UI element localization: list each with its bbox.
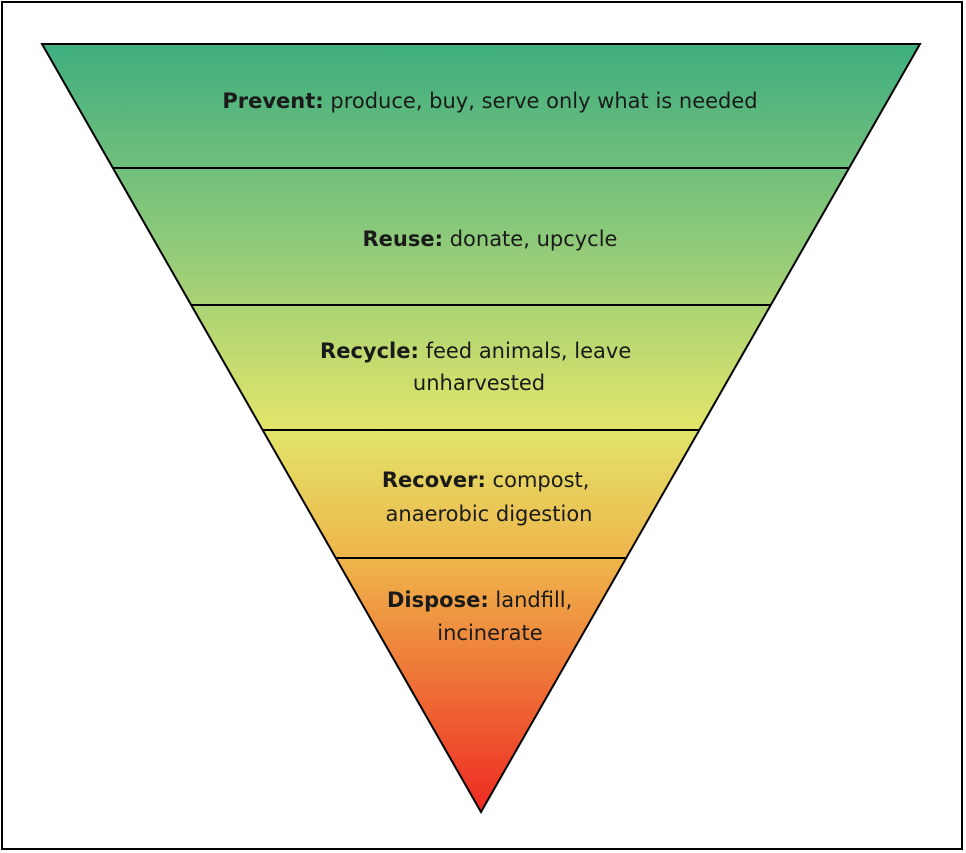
tier-prevent-text: Prevent: produce, buy, serve only what i… — [222, 89, 757, 113]
tier-dispose-text: Dispose: landfill, incinerate — [387, 588, 579, 645]
tier-recycle-text: Recycle: feed animals, leave unharvested — [320, 339, 638, 395]
tier-recover-desc-1: compost, — [493, 468, 590, 492]
tier-recover-key: Recover: — [382, 468, 486, 492]
tier-reuse-desc: donate, upcycle — [450, 227, 618, 251]
tier-dispose-desc-1: landfill, — [495, 588, 572, 612]
tier-reuse-text: Reuse: donate, upcycle — [363, 227, 618, 251]
tier-reuse-key: Reuse: — [363, 227, 444, 251]
tier-recycle-key: Recycle: — [320, 339, 419, 363]
tier-dispose-key: Dispose: — [387, 588, 489, 612]
pyramid-body — [40, 43, 922, 815]
tier-prevent-desc: produce, buy, serve only what is needed — [330, 89, 757, 113]
tier-recover-desc-2: anaerobic digestion — [386, 502, 593, 526]
tier-recycle-desc-1: feed animals, leave — [426, 339, 632, 363]
tier-recover-text: Recover: compost, anaerobic digestion — [382, 468, 596, 526]
tier-recycle-desc-2: unharvested — [413, 371, 545, 395]
tier-prevent-key: Prevent: — [222, 89, 323, 113]
tier-dispose-desc-2: incinerate — [437, 621, 542, 645]
